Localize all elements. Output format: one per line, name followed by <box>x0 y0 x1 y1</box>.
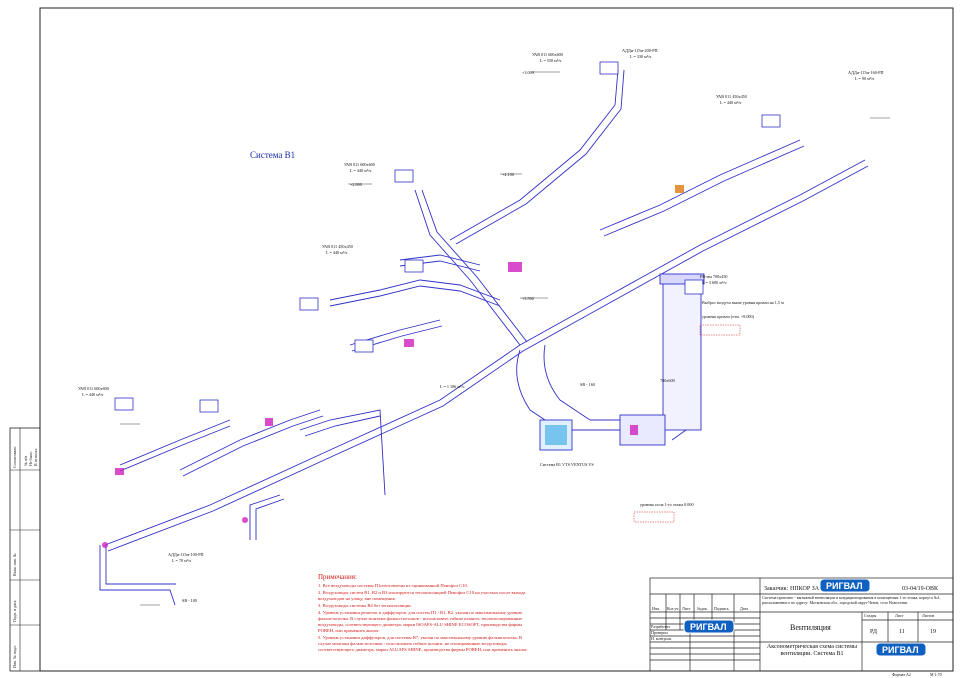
label-elev-b: +2.800 <box>350 182 362 187</box>
stamp-customer: НПКОР ЗА <box>790 586 820 592</box>
label-grille-right-l: L = 3 600 м³/ч <box>702 280 727 285</box>
note-line-2: 2. Воздуховоды систем В1, В2 и В3 изолир… <box>318 590 525 596</box>
label-elev-d: +4.100 <box>502 172 514 177</box>
stamp-col-data: Дата <box>740 606 748 611</box>
fan-label: Система В1 VTS VENTUS VS <box>540 462 594 467</box>
stamp-col-list: Лист <box>682 606 691 611</box>
note-line-3: воздуховодов на улицу, вне помещения. <box>318 596 396 602</box>
label-roof-level: уровень кровли (отм. +9.000) <box>702 314 755 319</box>
system-title: Система В1 <box>250 150 295 160</box>
rigval-logo-1-text: РИГВАЛ <box>826 581 863 591</box>
note-line-8: РОВЕН, или применить аналог. <box>318 628 380 634</box>
label-unit-top: УАВ 011 600х600 <box>532 52 563 57</box>
note-line-6: фальш-потолка. В случае монтажа фальш-по… <box>318 616 522 622</box>
strip-podp-data: Подп. и дата <box>12 600 17 622</box>
strip-vzam-inv: Взам. инв. № <box>12 553 17 576</box>
stamp-sheet-col: Лист <box>895 613 904 618</box>
duct-network <box>99 69 869 606</box>
stamp-scale: М 1:70 <box>930 672 942 677</box>
label-unit-top-l: L = 550 м³/ч <box>540 58 561 63</box>
indoor-units <box>114 61 781 413</box>
leader-lines <box>120 71 890 606</box>
label-grille-right: РВ-мм 700х450 <box>700 274 728 279</box>
stamp-col-izm: Изм. <box>652 606 660 611</box>
notes-title: Примечания: <box>318 573 357 581</box>
drawing-frame <box>39 7 954 672</box>
label-unit-mid-left-l: L = 440 м³/ч <box>350 168 371 173</box>
label-unit-far-left-l: L = 440 м³/ч <box>82 392 103 397</box>
stamp-project-desc: Система приточно - вытяжной вентиляции и… <box>762 596 941 605</box>
stamp-sheet: 11 <box>899 629 905 635</box>
strip-agreed: Согласовано <box>12 447 17 468</box>
label-unit-left: УАВ 011 450х450 <box>322 244 353 249</box>
stamp-role-designer: Разработал <box>651 624 670 629</box>
label-riser-note: Выброс воздуха выше уровня кровли на 1,5… <box>702 300 784 306</box>
left-binding-strip: Согласовано Инв. № подл. Подп. и дата Вз… <box>9 427 41 672</box>
label-diff-right: АДДн-115м-160-РП <box>848 70 884 75</box>
label-unit-right: УАВ 011 450х450 <box>716 94 747 99</box>
fittings <box>102 185 684 548</box>
label-duct-700: 700х600 <box>660 378 675 383</box>
stamp-sheets-col: Листов <box>922 613 934 618</box>
stamp-stage: РД <box>870 629 877 635</box>
strip-inv-podl: Инв. № подл. <box>12 645 17 668</box>
stamp-role-checker: Проверил <box>651 630 668 635</box>
rigval-logo-2-text: РИГВАЛ <box>690 622 727 632</box>
label-sb-160: SB - 160 <box>580 382 595 387</box>
label-unit-right-l: L = 440 м³/ч <box>720 100 741 105</box>
note-line-5: 4. Уровень установки решеток и диффузоро… <box>318 610 523 616</box>
fan-unit: Система В1 VTS VENTUS VS <box>539 419 594 467</box>
label-diff-top-l: L = 330 м³/ч <box>630 54 651 59</box>
note-line-4: 3. Воздуховоды системы В4 без теплоизоля… <box>318 603 412 608</box>
label-unit-left-l: L = 440 м³/ч <box>326 250 347 255</box>
rigval-logo-3-text: РИГВАЛ <box>882 645 919 655</box>
note-line-10: случае монтажа фальш-потолков - использо… <box>318 641 508 647</box>
stamp-stage-col: Стадия <box>864 613 876 618</box>
stamp-customer-label: Заказчик: <box>764 586 789 592</box>
stamp-role-nkontr: Н. контроль <box>651 636 672 641</box>
label-diff-bottom-l: L = 70 м³/ч <box>172 558 191 563</box>
strip-row-1: № п/п <box>23 455 28 466</box>
stamp-col-podp: Подпись <box>714 606 729 611</box>
strip-row-2: Не было <box>28 452 33 466</box>
label-elev-c: +3.500 <box>522 296 534 301</box>
label-unit-mid-left: УАВ 011 600х600 <box>344 162 375 167</box>
revision-clouds <box>633 324 741 523</box>
label-diff-top: АДДн-115м-200-РП <box>622 48 658 53</box>
rigval-logo-1: РИГВАЛ <box>819 578 871 593</box>
note-line-9: 5. Уровень установки диффузоров, для сис… <box>318 635 522 641</box>
stamp-col-kol: Кол.уч. <box>667 606 679 611</box>
exhaust-riser <box>619 273 705 446</box>
rigval-logo-2: РИГВАЛ <box>683 619 735 634</box>
stamp-section: Вентиляция <box>790 623 831 632</box>
title-block-text: Заказчик: НПКОР ЗА 03-04/19-ОВК Система … <box>651 586 942 677</box>
label-floor-level: уровень пола 1-го этажа 0.000 <box>640 502 694 507</box>
diagram-labels: УАВ 011 600х600 L = 550 м³/ч АДДн-115м-2… <box>78 48 884 603</box>
stamp-format: Формат А2 <box>892 672 911 677</box>
label-diff-right-l: L = 90 м³/ч <box>855 76 874 81</box>
stamp-sheets: 19 <box>930 629 936 635</box>
stamp-project-desc-wrap: Система приточно - вытяжной вентиляции и… <box>762 596 941 605</box>
stamp-col-doc: №док. <box>697 606 708 611</box>
stamp-drawing-title: Аксонометрическая схема системы вентиляц… <box>766 644 858 657</box>
label-unit-far-left: УАВ 011 600х600 <box>78 386 109 391</box>
stamp-doc-number: 03-04/19-ОВК <box>902 586 939 592</box>
label-diff-bottom: АДДн-115м-100-РП <box>168 552 204 557</box>
stamp-drawing-title-wrap: Аксонометрическая схема системы вентиляц… <box>766 644 858 657</box>
note-line-11: соответствующего диаметра, марки ALUAFS … <box>318 647 528 653</box>
label-elev-a: +3.000 <box>522 70 534 75</box>
note-line-1: 1. Все воздуховоды системы П1изготовлены… <box>318 583 468 588</box>
label-sb-100: SB - 100 <box>182 598 197 603</box>
label-duct-main: L = 1 186 м³/ч <box>440 384 465 389</box>
strip-row-3: В использ. <box>33 448 38 466</box>
rigval-logo-3: РИГВАЛ <box>875 642 927 657</box>
note-line-7: воздуховоды, соответствующего диаметра, … <box>318 622 522 628</box>
notes-block: Примечания: 1. Все воздуховоды системы П… <box>318 573 528 653</box>
